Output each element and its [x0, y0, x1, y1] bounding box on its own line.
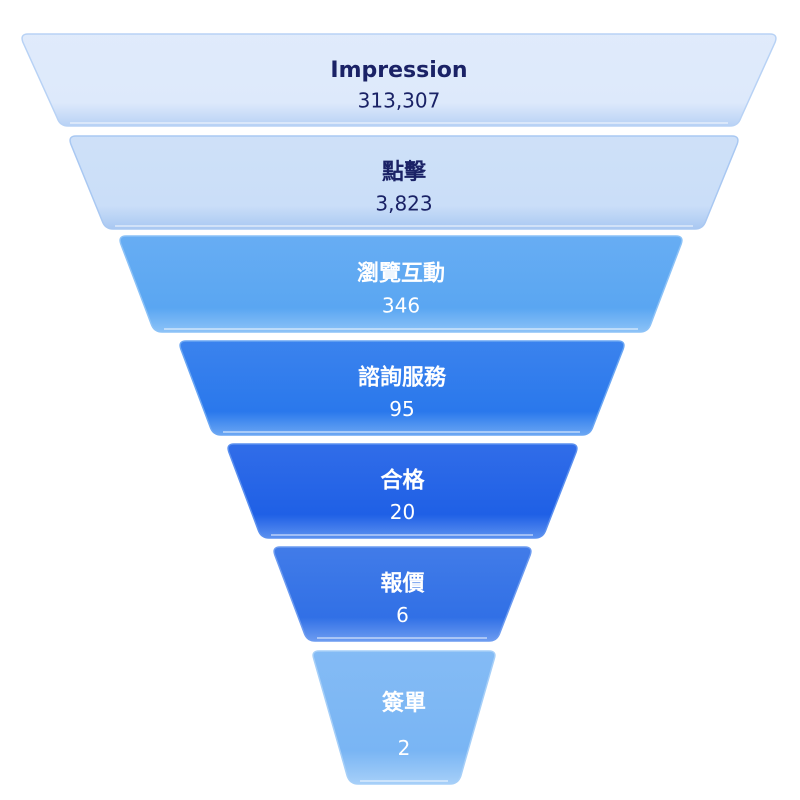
funnel-stage-4: 諮詢服務 95	[179, 340, 625, 436]
funnel-stage-label: 點擊	[382, 159, 427, 185]
funnel-stage-label: 瀏覽互動	[357, 260, 445, 286]
funnel-stage-value: 346	[382, 294, 420, 318]
funnel-stage-shape	[273, 546, 532, 642]
funnel-stage-value: 3,823	[375, 191, 432, 215]
funnel-stage-5: 合格 20	[227, 443, 578, 539]
funnel-stage-value: 6	[396, 603, 409, 627]
funnel-stage-shape	[21, 33, 777, 127]
funnel-stage-value: 313,307	[358, 89, 441, 113]
funnel-stage-3: 瀏覽互動 346	[119, 235, 683, 333]
funnel-stage-label: 報價	[380, 571, 425, 597]
funnel-stage-6: 報價 6	[273, 546, 532, 642]
funnel-stage-label: 簽單	[382, 690, 426, 716]
funnel-stage-shape	[312, 650, 496, 785]
funnel-stage-shape	[227, 443, 578, 539]
funnel-stage-shape	[179, 340, 625, 436]
funnel-stage-value: 20	[390, 500, 415, 524]
funnel-stage-shape	[119, 235, 683, 333]
funnel-stage-label: Impression	[330, 58, 467, 83]
funnel-stage-7: 簽單 2	[312, 650, 496, 785]
funnel-stage-label: 合格	[380, 468, 425, 494]
funnel-stage-value: 95	[389, 397, 414, 421]
funnel-stage-value: 2	[398, 736, 411, 760]
funnel-stage-label: 諮詢服務	[358, 365, 447, 391]
funnel-stage-2: 點擊 3,823	[69, 135, 739, 230]
funnel-stage-shape	[69, 135, 739, 230]
funnel-stage-1: Impression 313,307	[21, 33, 777, 127]
